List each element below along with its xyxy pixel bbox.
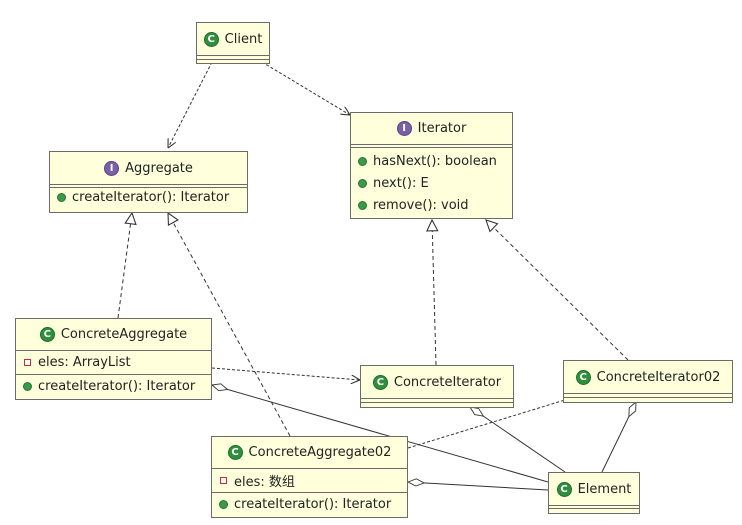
field-row: eles: ArrayList	[16, 351, 211, 374]
private-field-icon	[24, 359, 31, 366]
class-header: C ConcreteIterator	[361, 366, 513, 399]
public-method-icon	[57, 193, 66, 202]
class-icon: C	[556, 481, 572, 497]
attribute-section	[361, 399, 513, 403]
method-row: createIterator(): Iterator	[212, 493, 407, 516]
method-section	[564, 398, 732, 402]
interface-iterator[interactable]: I Iterator hasNext(): boolean next(): E …	[350, 112, 513, 219]
interface-icon: I	[104, 160, 120, 176]
method-row: createIterator(): Iterator	[16, 375, 211, 398]
method-row: hasNext(): boolean	[351, 150, 512, 172]
realize-concreteaggregate	[117, 213, 132, 319]
attribute-section: eles: ArrayList	[16, 351, 211, 375]
class-concrete-iterator[interactable]: C ConcreteIterator	[360, 365, 514, 408]
attribute-section	[197, 56, 269, 60]
agg-concreteaggregate-element	[212, 385, 549, 483]
class-name: ConcreteIterator02	[596, 369, 721, 385]
class-name: Aggregate	[125, 160, 193, 176]
method-section	[197, 60, 269, 64]
method-row: createIterator(): Iterator	[50, 190, 247, 205]
class-icon: C	[372, 374, 388, 390]
public-method-icon	[219, 500, 228, 509]
class-concrete-aggregate[interactable]: C ConcreteAggregate eles: ArrayList crea…	[15, 318, 212, 400]
method-row: next(): E	[351, 172, 512, 194]
class-name: ConcreteIterator	[393, 374, 502, 390]
dep-concreteaggregate-concreteiterator	[211, 367, 360, 380]
class-header: C Client	[197, 23, 269, 56]
class-concrete-aggregate02[interactable]: C ConcreteAggregate02 eles: 数组 createIte…	[211, 436, 408, 518]
class-header: I Aggregate	[50, 152, 247, 185]
class-name: ConcreteAggregate02	[248, 445, 392, 460]
public-method-icon	[358, 178, 367, 188]
class-name: ConcreteAggregate	[60, 327, 188, 342]
method-section	[361, 403, 513, 407]
method-section: hasNext(): boolean next(): E remove(): v…	[351, 148, 512, 216]
method-section: createIterator(): Iterator	[50, 188, 247, 205]
field-row: eles: 数组	[212, 469, 407, 492]
class-header: C ConcreteAggregate02	[212, 437, 407, 469]
dep-client-aggregate	[168, 61, 213, 148]
class-header: C ConcreteAggregate	[16, 319, 211, 351]
class-header: I Iterator	[351, 113, 512, 145]
class-element[interactable]: C Element	[548, 472, 640, 514]
class-name: Client	[224, 31, 263, 47]
class-icon: C	[575, 369, 591, 385]
class-icon: C	[203, 31, 219, 47]
attribute-section	[50, 185, 247, 188]
class-header: C ConcreteIterator02	[564, 361, 732, 394]
realize-concreteiterator	[432, 220, 436, 366]
public-method-icon	[358, 200, 367, 210]
attribute-section	[549, 506, 639, 509]
attribute-section: eles: 数组	[212, 469, 407, 493]
interface-aggregate[interactable]: I Aggregate createIterator(): Iterator	[49, 151, 248, 213]
attribute-section	[351, 145, 512, 148]
class-client[interactable]: C Client	[196, 22, 270, 64]
interface-icon: I	[396, 121, 412, 136]
class-icon: C	[39, 327, 55, 342]
agg-concreteaggregate02-element	[408, 482, 549, 491]
realize-concreteiterator02	[486, 220, 629, 361]
class-name: Element	[577, 481, 632, 497]
agg-concreteiterator02-element	[601, 402, 636, 473]
method-row: remove(): void	[351, 194, 512, 216]
public-method-icon	[23, 382, 32, 391]
class-name: Iterator	[417, 121, 467, 136]
method-section	[549, 509, 639, 512]
public-method-icon	[358, 156, 367, 166]
method-section: createIterator(): Iterator	[16, 375, 211, 398]
class-icon: C	[227, 445, 243, 460]
dep-client-iterator	[261, 61, 350, 115]
method-section: createIterator(): Iterator	[212, 493, 407, 516]
private-field-icon	[220, 477, 227, 484]
class-header: C Element	[549, 473, 639, 506]
realize-concreteaggregate02	[168, 213, 291, 437]
agg-concreteiterator-element	[470, 407, 566, 473]
attribute-section	[564, 394, 732, 398]
class-concrete-iterator02[interactable]: C ConcreteIterator02	[563, 360, 733, 403]
